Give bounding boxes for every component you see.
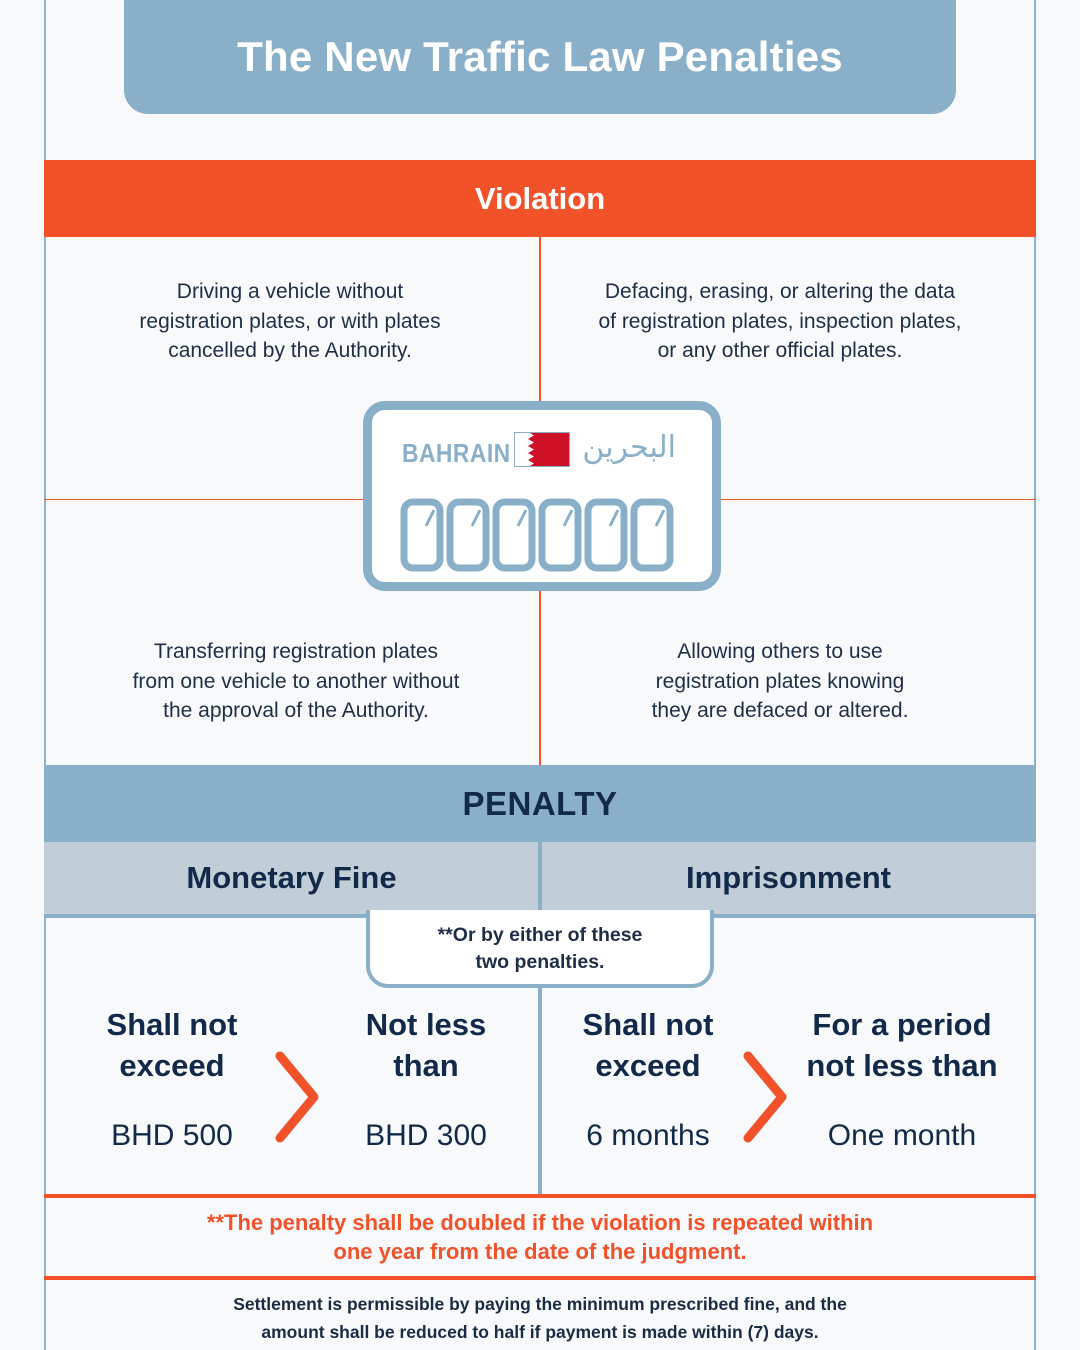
monetary-fine-header: Monetary Fine xyxy=(44,842,539,918)
prison-min-column: For a period not less than One month xyxy=(782,1004,1022,1152)
settlement-note-text: Settlement is permissible by paying the … xyxy=(233,1294,847,1342)
bahrain-flag-icon xyxy=(514,432,570,467)
prison-max-value: 6 months xyxy=(586,1119,710,1152)
penalty-header-label: PENALTY xyxy=(462,784,618,822)
fine-max-label: Shall not exceed xyxy=(106,1007,238,1083)
violation-item-text: Allowing others to use registration plat… xyxy=(651,640,909,722)
footnote-top-rule xyxy=(44,1194,1036,1198)
violation-item-text: Driving a vehicle without registration p… xyxy=(139,280,441,362)
plate-digit xyxy=(400,498,444,572)
imprisonment-label: Imprisonment xyxy=(686,860,891,895)
plate-digit xyxy=(630,498,674,572)
fine-min-value: BHD 300 xyxy=(365,1119,487,1152)
plate-digit xyxy=(492,498,536,572)
penalty-column-divider xyxy=(538,987,542,1196)
settlement-note: Settlement is permissible by paying the … xyxy=(44,1290,1036,1346)
monetary-fine-label: Monetary Fine xyxy=(186,860,397,895)
frame-right-line xyxy=(1034,0,1036,1350)
chevron-right-icon xyxy=(743,1051,787,1143)
either-penalty-note-text: **Or by either of these two penalties. xyxy=(437,924,643,973)
page-title: The New Traffic Law Penalties xyxy=(237,33,843,80)
violation-item-defacing: Defacing, erasing, or altering the data … xyxy=(570,277,990,366)
plate-number-digits xyxy=(400,498,674,572)
prison-min-value: One month xyxy=(827,1119,977,1152)
violation-header-label: Violation xyxy=(474,180,606,216)
chevron-right-icon xyxy=(275,1051,319,1143)
title-banner: The New Traffic Law Penalties xyxy=(124,0,956,114)
plate-digit xyxy=(538,498,582,572)
license-plate-illustration: BAHRAIN البحرين xyxy=(363,401,721,591)
violation-item-text: Transferring registration plates from on… xyxy=(132,640,460,722)
violation-item-no-plates: Driving a vehicle without registration p… xyxy=(80,277,500,366)
doubled-penalty-note: **The penalty shall be doubled if the vi… xyxy=(44,1208,1036,1266)
either-penalty-note: **Or by either of these two penalties. xyxy=(366,910,714,988)
violation-item-transferring: Transferring registration plates from on… xyxy=(86,637,506,726)
penalty-header: PENALTY xyxy=(44,765,1036,842)
footnote-bottom-rule xyxy=(44,1276,1036,1280)
imprisonment-header: Imprisonment xyxy=(541,842,1036,918)
plate-arabic-label: البحرين xyxy=(582,430,676,465)
fine-min-label: Not less than xyxy=(365,1007,487,1083)
plate-digit xyxy=(446,498,490,572)
penalty-header-divider xyxy=(538,842,542,918)
fine-max-value: BHD 500 xyxy=(111,1119,233,1152)
frame-left-line xyxy=(44,0,46,1350)
plate-digit xyxy=(584,498,628,572)
violation-header: Violation xyxy=(44,160,1036,237)
fine-max-column: Shall not exceed BHD 500 xyxy=(52,1004,292,1152)
violation-item-text: Defacing, erasing, or altering the data … xyxy=(598,280,962,362)
prison-min-label: For a period not less than xyxy=(806,1007,998,1083)
doubled-penalty-note-text: **The penalty shall be doubled if the vi… xyxy=(206,1210,874,1264)
violation-item-allowing-others: Allowing others to use registration plat… xyxy=(570,637,990,726)
prison-max-column: Shall not exceed 6 months xyxy=(528,1004,768,1152)
fine-min-column: Not less than BHD 300 xyxy=(306,1004,546,1152)
plate-country-label: BAHRAIN xyxy=(402,438,511,468)
prison-max-label: Shall not exceed xyxy=(582,1007,714,1083)
